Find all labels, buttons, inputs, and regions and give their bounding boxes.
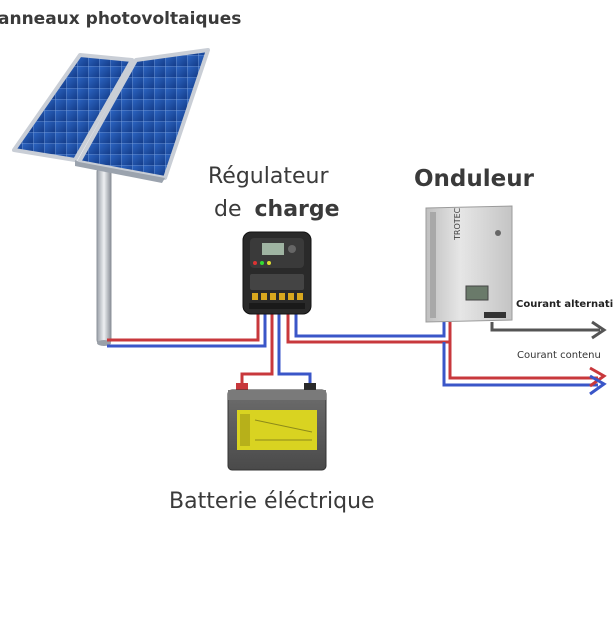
battery-wires [240, 314, 312, 390]
battery [227, 383, 327, 471]
regulator-label-line1: Régulateur [208, 164, 329, 189]
inverter-brand: TROTEC [453, 207, 462, 241]
dc-output-wires [442, 342, 607, 396]
panel-pole [96, 167, 112, 346]
charge-regulator [242, 231, 312, 315]
regulator-label-bold: charge [255, 197, 340, 222]
panels-title: anneaux photovoltaiques [0, 9, 241, 29]
panel-wires [107, 314, 267, 348]
inverter-label: Onduleur [414, 166, 535, 192]
solar-panels [12, 48, 210, 183]
regulator-label-prefix: de [214, 197, 242, 222]
inverter: TROTEC [425, 205, 513, 323]
regulator-label-line2: de charge [214, 197, 340, 222]
dc-output-label: Courant contenu [517, 350, 601, 361]
ac-output-label: Courant alternati [516, 299, 613, 310]
battery-label: Batterie éléctrique [169, 489, 375, 514]
inverter-wires [286, 314, 452, 344]
ac-output-wire [490, 320, 607, 340]
